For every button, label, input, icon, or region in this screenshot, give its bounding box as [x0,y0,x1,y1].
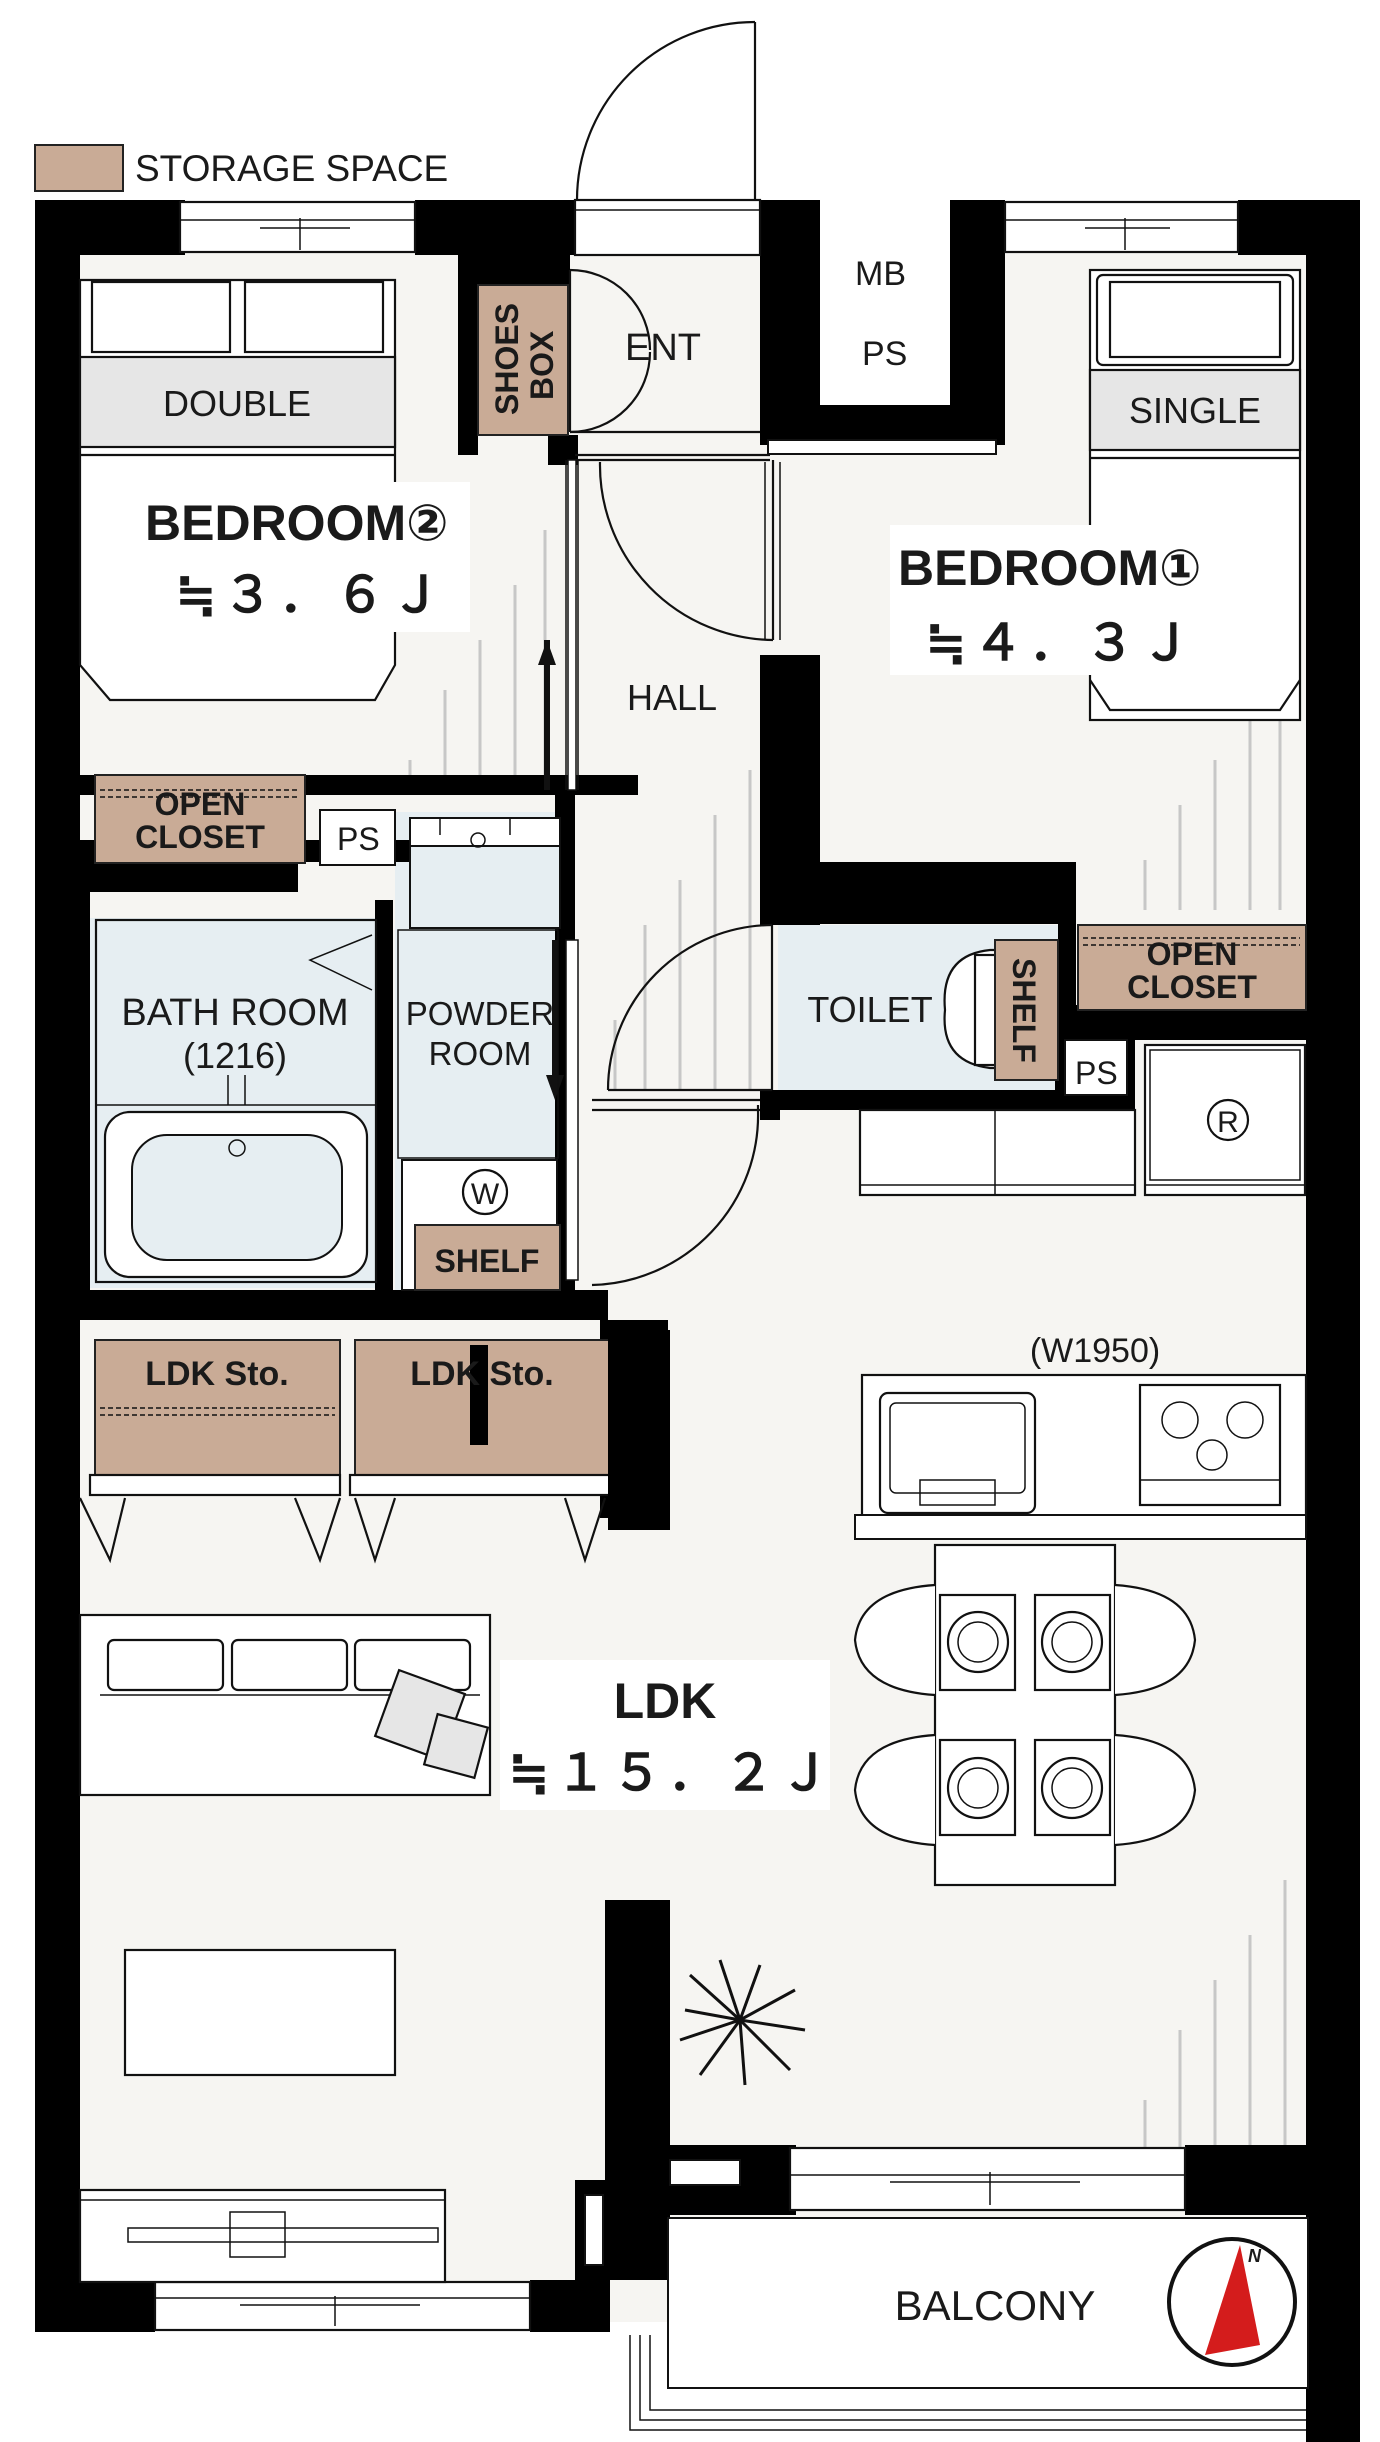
powder-shelf-label: SHELF [435,1243,540,1279]
powder-shelf [414,1224,561,1291]
entrance-label: ENT [625,327,701,369]
low-table [123,1948,397,2077]
toilet-label: TOILET [807,989,932,1030]
double-bed-label: DOUBLE [163,383,311,424]
balcony-label: BALCONY [895,2282,1096,2329]
svg-text:OPEN: OPEN [155,786,246,822]
ps-left-label: PS [337,821,380,857]
cabinet-upper [858,1108,1137,1197]
compass-icon: N [1167,2237,1297,2367]
shoes-box-label-2: BOX [524,330,560,400]
bedroom2-label-bg [130,482,470,632]
plant [679,1959,806,2086]
svg-text:OPEN: OPEN [1147,936,1238,972]
powder-room-label-2: ROOM [429,1035,532,1072]
single-bed-label: SINGLE [1129,390,1261,431]
walls [35,200,1360,2442]
ldk-storage-1-label: LDK Sto. [145,1355,289,1393]
bedroom1-label-bg [890,525,1230,675]
open-closet-left: OPEN CLOSET [94,774,306,864]
dining-table [853,1543,1197,1887]
kitchen-counter [854,1373,1308,1540]
svg-text:CLOSET: CLOSET [135,819,265,855]
powder-room-label-1: POWDER [406,995,555,1032]
ldk-storage: LDK Sto. LDK Sto. [79,1330,670,1564]
bathroom-name: BATH ROOM [121,992,348,1034]
ldk-storage-2-label: LDK Sto. [410,1355,554,1393]
bedroom1-area: ≒４．３Ｊ [925,615,1197,671]
bedroom1-name: BEDROOM① [898,540,1201,596]
kitchen-width-label: (W1950) [1030,1332,1160,1370]
mb-label: MB [855,255,906,293]
legend-swatch [34,144,124,192]
bathroom [94,918,378,1284]
fridge-symbol: R [1217,1106,1239,1139]
shoes-box: SHOES BOX [477,284,569,436]
mb-ps-box [820,200,950,405]
ldk-name: LDK [614,1673,717,1729]
open-closet-right: OPEN CLOSET [1077,924,1307,1011]
tv-board [78,2188,447,2284]
fridge [1143,1043,1307,1197]
ps-label-mb: PS [862,335,907,373]
washer-symbol: W [471,1178,500,1211]
ldk-area: ≒１５．２Ｊ [508,1745,836,1801]
floor-shading [408,530,1287,2165]
ldk-label-bg [500,1660,830,1810]
bathroom-size: (1216) [183,1035,287,1076]
compass-north-label: N [1248,2246,1262,2266]
ps-left-box [319,809,396,866]
toilet: SHELF [943,939,1059,1081]
toilet-shelf-label: SHELF [1006,958,1042,1063]
ps-right-label: PS [1075,1055,1118,1091]
hall-label: HALL [627,677,717,718]
shoes-box-label-1: SHOES [489,303,525,415]
legend: STORAGE SPACE [34,144,448,192]
legend-label: STORAGE SPACE [135,148,448,189]
svg-text:CLOSET: CLOSET [1127,969,1257,1005]
bedroom2-area: ≒３．６Ｊ [175,567,447,623]
sofa [78,1613,492,1797]
bedroom2-name: BEDROOM② [145,495,448,551]
doors [538,20,781,1287]
